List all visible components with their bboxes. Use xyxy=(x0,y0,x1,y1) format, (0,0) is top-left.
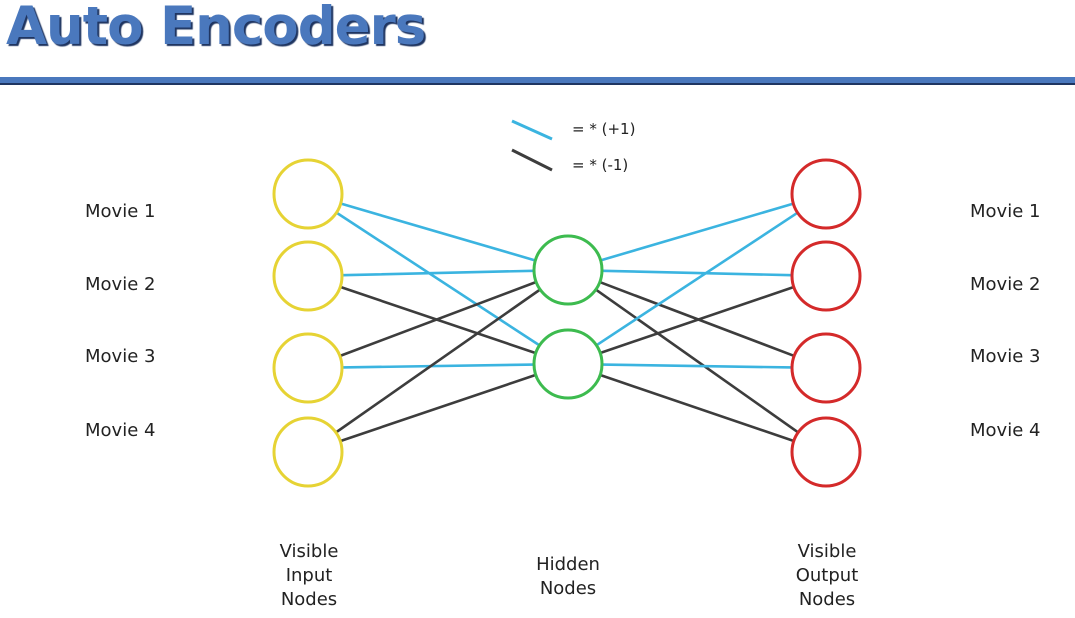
input-movie-label: Movie 4 xyxy=(85,420,156,441)
node-group xyxy=(272,158,862,488)
output-node xyxy=(790,332,862,404)
encoder-connection xyxy=(339,202,537,262)
title-rule xyxy=(0,77,1075,85)
output-movie-label: Movie 4 xyxy=(970,420,1041,441)
legend-positive-label: = * (+1) xyxy=(572,120,636,138)
decoder-connection xyxy=(600,269,794,277)
hidden-layer-label: Hidden Nodes xyxy=(536,554,600,599)
output-movie-label: Movie 3 xyxy=(970,346,1041,367)
output-node xyxy=(790,416,862,488)
output-movie-label: Movie 1 xyxy=(970,201,1041,222)
input-node xyxy=(272,332,344,404)
input-layer-label: Visible Input Nodes xyxy=(279,541,339,610)
decoder-connection xyxy=(600,363,794,369)
encoder-connection xyxy=(338,280,538,358)
input-movie-label: Movie 2 xyxy=(85,274,156,295)
legend-negative-swatch xyxy=(511,148,553,172)
encoder-connection xyxy=(338,373,538,443)
input-movie-label: Movie 1 xyxy=(85,201,156,222)
output-node xyxy=(790,158,862,230)
encoder-connection xyxy=(340,269,536,277)
input-node xyxy=(272,240,344,312)
hidden-node xyxy=(532,328,604,400)
decoder-connection xyxy=(595,211,799,347)
decoder-connection xyxy=(594,288,800,434)
output-node xyxy=(790,240,862,312)
output-movie-label: Movie 2 xyxy=(970,274,1041,295)
slide-title: Auto Encoders xyxy=(6,0,426,57)
connection-group xyxy=(334,202,800,443)
input-movie-label: Movie 3 xyxy=(85,346,156,367)
encoder-connection xyxy=(340,363,536,369)
input-node xyxy=(272,158,344,230)
legend-positive-swatch xyxy=(511,119,553,141)
decoder-connection xyxy=(598,285,796,355)
hidden-node xyxy=(532,234,604,306)
output-layer-label: Visible Output Nodes xyxy=(795,541,859,610)
encoder-connection xyxy=(334,288,542,434)
decoder-connection xyxy=(598,373,796,443)
legend xyxy=(511,119,553,172)
legend-negative-label: = * (-1) xyxy=(572,156,629,174)
encoder-connection xyxy=(335,211,541,347)
decoder-connection xyxy=(599,202,795,262)
input-node xyxy=(272,416,344,488)
